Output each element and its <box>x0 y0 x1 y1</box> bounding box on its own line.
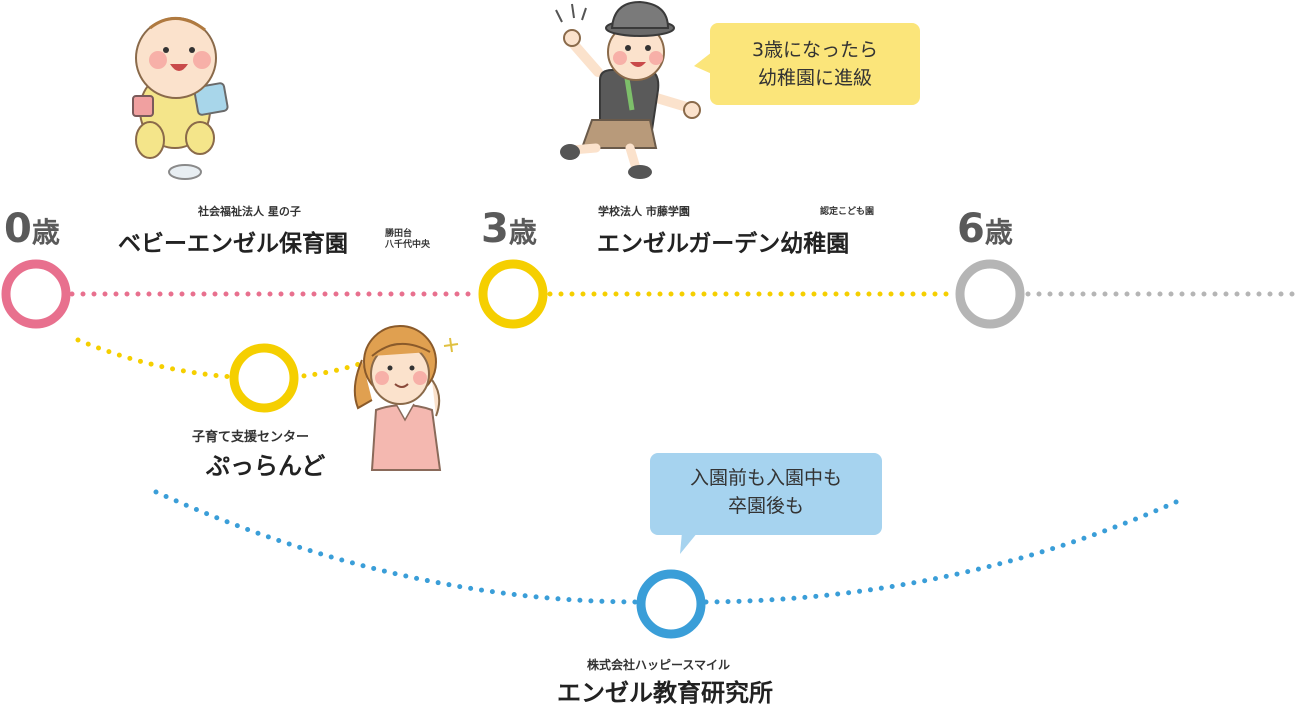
edu-bubble-tail <box>680 532 698 554</box>
nursery-name: ベビーエンゼル保育園 <box>118 231 348 257</box>
node-support <box>229 343 299 413</box>
age-number: 6 <box>957 206 985 252</box>
age-number: 3 <box>481 206 509 252</box>
age-number: 0 <box>4 206 32 252</box>
education-speech-bubble: 入園前も入園中も 卒園後も <box>650 453 882 535</box>
kinder-bubble-line-2: 幼稚園に進級 <box>757 67 872 89</box>
node-age-6 <box>955 259 1025 329</box>
nursery-branch-1: 勝田台 <box>385 229 413 239</box>
support-org: 子育て支援センター <box>192 430 310 445</box>
woman-illustration <box>353 325 459 471</box>
age-label-6: 6歳 <box>957 206 1013 252</box>
kinder-org: 学校法人 市藤学園 <box>598 205 690 218</box>
age-unit: 歳 <box>508 216 537 249</box>
edu-bubble-line-2: 卒園後も <box>727 495 804 517</box>
kinder-name: エンゼルガーデン幼稚園 <box>597 231 850 257</box>
kinder-bubble-tail <box>694 52 712 74</box>
education-org: 株式会社ハッピースマイル <box>587 658 731 672</box>
age-unit: 歳 <box>984 216 1013 249</box>
nursery-org: 社会福祉法人 星の子 <box>198 205 301 218</box>
edu-bubble-line-1: 入園前も入園中も <box>689 467 842 489</box>
education-name: エンゼル教育研究所 <box>557 679 773 707</box>
baby-illustration <box>132 17 229 180</box>
age-label-0: 0歳 <box>4 206 60 252</box>
boy-illustration <box>555 0 701 179</box>
nursery-branch-2: 八千代中央 <box>385 240 431 250</box>
node-education <box>636 569 706 639</box>
support-name: ぷっらんど <box>206 452 326 480</box>
node-age-3 <box>478 259 548 329</box>
age-unit: 歳 <box>31 216 60 249</box>
support-arc <box>75 337 368 381</box>
kinder-speech-bubble: 3歳になったら 幼稚園に進級 <box>710 23 920 105</box>
nursery-branch: 勝田台 八千代中央 <box>385 229 430 251</box>
age-label-3: 3歳 <box>481 206 537 252</box>
kinder-bubble-line-1: 3歳になったら <box>751 39 879 61</box>
node-age-0 <box>1 259 71 329</box>
kinder-tag: 認定こども園 <box>820 207 875 217</box>
